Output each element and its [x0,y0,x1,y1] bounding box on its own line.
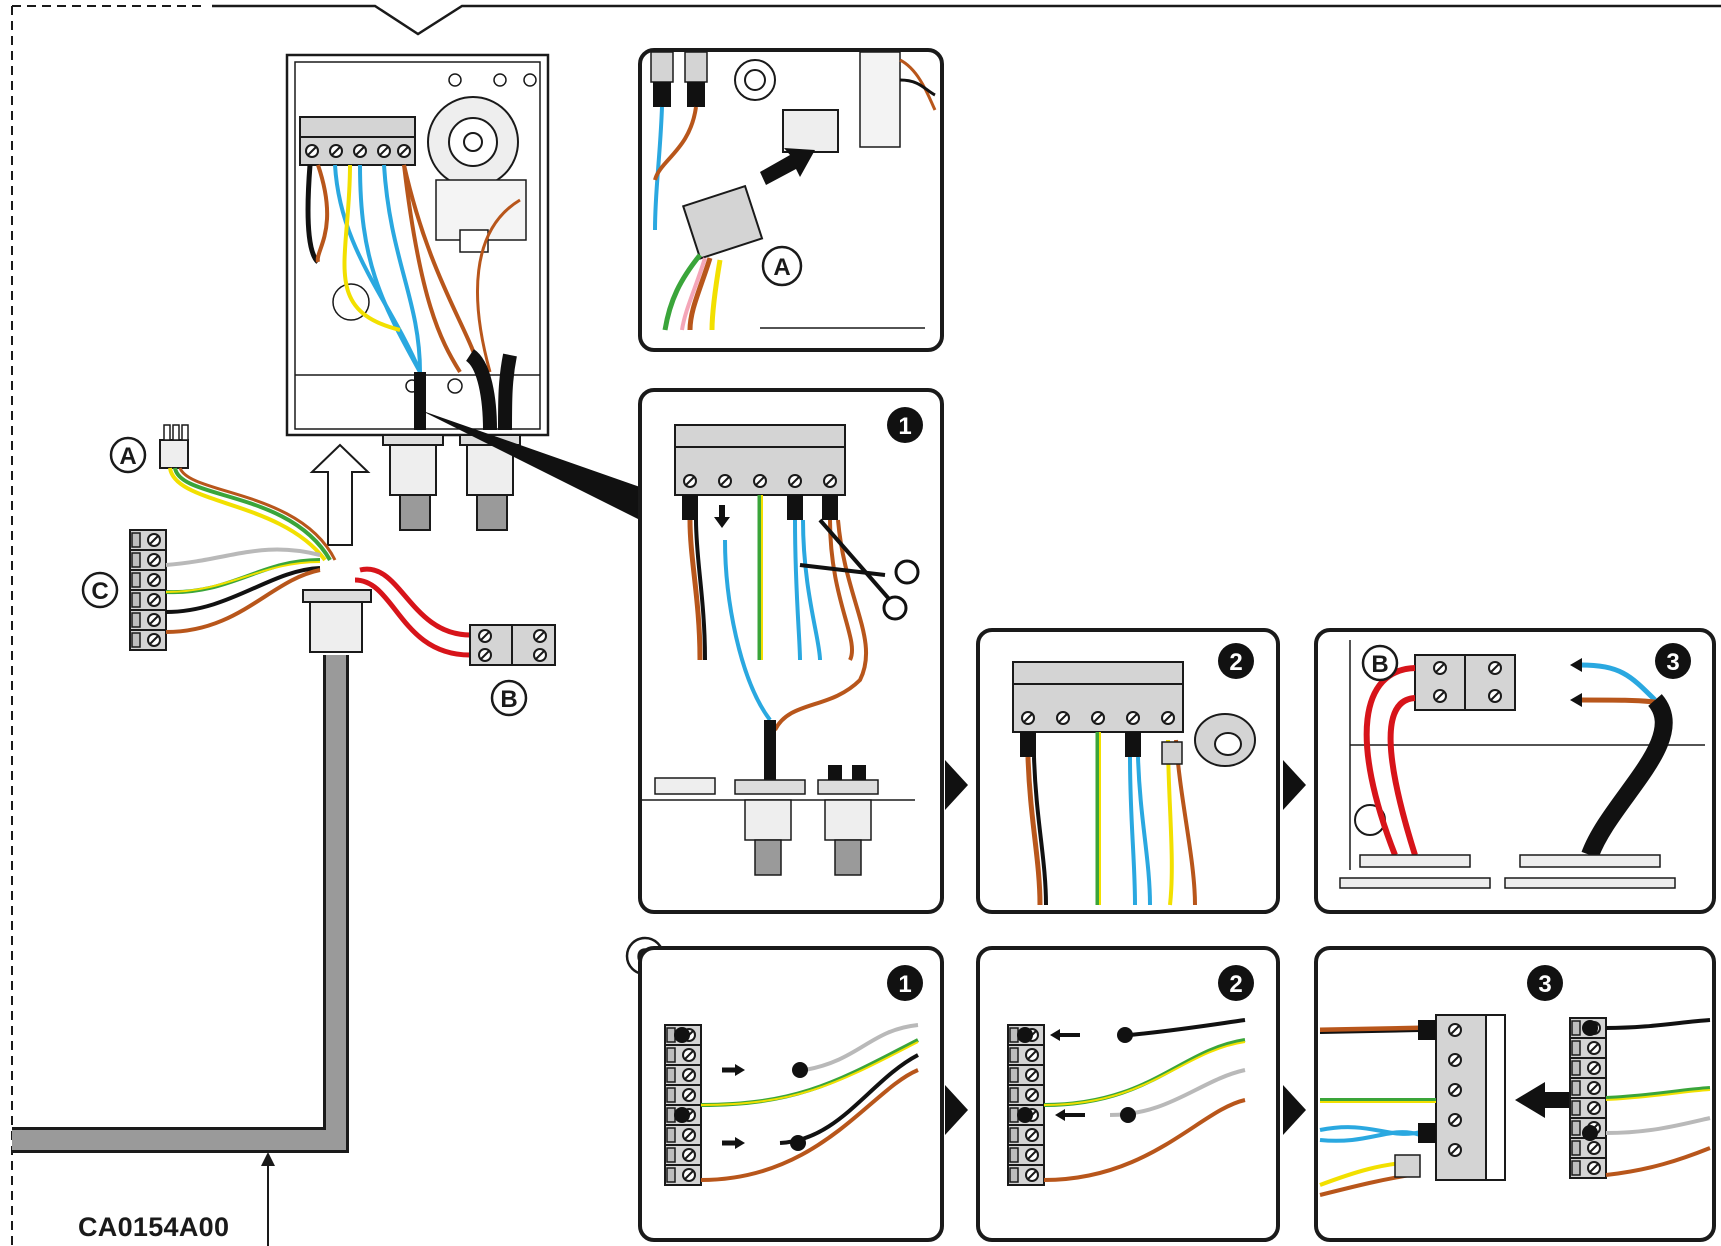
callout-c-overview: C [81,571,119,609]
step-2-badge: 2 [1229,649,1242,676]
panel-c-step-3: 3 [1314,946,1716,1242]
callout-b-detail-text: B [1371,651,1388,678]
callout-a-text: A [119,443,136,470]
panel-step-3-red-wires: B 3 [1314,628,1716,914]
callout-a-detail-text: A [773,254,790,281]
panel-connector-a: A [638,48,944,352]
callout-b-overview: B [490,679,528,717]
part-code-label: CA0154A00 [78,1212,230,1242]
zoom-wedge [420,410,640,520]
next-arrow [945,1085,968,1135]
device-enclosure [285,53,550,531]
c-step-1-badge: 1 [898,971,911,998]
panel-step-2-tape: 2 [976,628,1280,914]
top-frame [11,4,1721,1246]
scissors-icon [799,518,920,621]
step-3-badge: 3 [1666,649,1679,676]
callout-c-text: C [91,578,108,605]
callout-b-text: B [500,686,517,713]
panel-step-1-cut: 1 [638,388,944,914]
next-arrow [1283,760,1306,810]
harness-assembly [12,424,556,1246]
insert-arrow [309,443,371,546]
panel-c-step-2: 2 [976,946,1280,1242]
c-step-3-badge: 3 [1538,971,1551,998]
next-arrow [1283,1085,1306,1135]
c-step-2-badge: 2 [1229,971,1242,998]
tape-roll-icon [1194,713,1256,767]
panel-c-step-1: 1 [638,946,944,1242]
step-1-badge: 1 [898,413,911,440]
next-arrow [945,760,968,810]
callout-a-overview: A [109,436,147,474]
